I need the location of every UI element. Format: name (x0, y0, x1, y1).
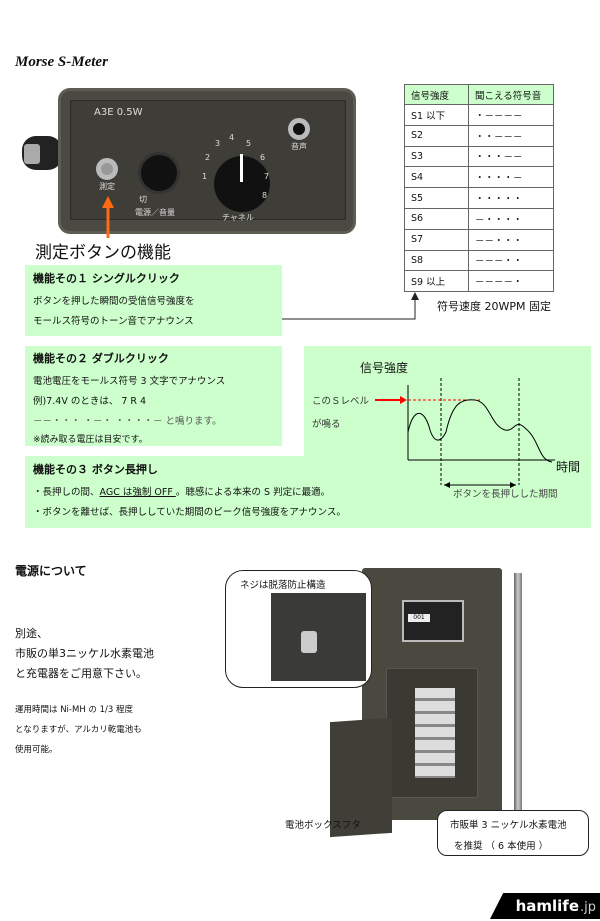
signal-graph (375, 378, 555, 488)
graph-ylabel: 信号強度 (360, 361, 409, 375)
table-row: S4・・・・－ (404, 166, 554, 189)
audio-jack[interactable] (288, 118, 310, 140)
table-row: S2・・－－－ (404, 124, 554, 147)
function2-box: 機能その２ ダブルクリック 電池電圧をモールス符号 3 文字でアナウンス 例)7… (25, 346, 282, 446)
jack-label: 測定 (99, 182, 115, 191)
table-row: S9 以上－－－－・ (404, 270, 554, 293)
function3-box: 機能その３ ボタン長押し ・長押しの間、AGC は強制 OFF 。聴感による本来… (25, 456, 591, 528)
table-row: S7－－・・・ (404, 228, 554, 251)
graph-xlabel: 時間 (556, 460, 581, 474)
function1-box: 機能その１ シングルクリック ボタンを押した瞬間の受信信号強度を モールス符号の… (25, 265, 282, 336)
table-row: S3・・・－－ (404, 145, 554, 168)
function-heading: 測定ボタンの機能 (35, 243, 171, 263)
device-front-photo: A3E 0.5W 測定 切 電源／音量 チャネル 1 2 3 4 5 6 7 8… (22, 88, 356, 234)
orange-arrow-icon (102, 196, 114, 238)
speed-note: 符号速度 20WPM 固定 (437, 300, 551, 313)
model-label: A3E 0.5W (94, 107, 143, 118)
callout-battery: 市販単 3 ニッケル水素電池 を推奨 （ 6 本使用 ） (437, 810, 589, 856)
power-heading: 電源について (15, 564, 87, 578)
connector-arrow-icon (282, 292, 419, 320)
table-row: S5・・・・・ (404, 187, 554, 209)
hamlife-logo: hamlife .jp (490, 893, 600, 919)
callout-screw: ネジは脱落防止構造 (225, 570, 372, 688)
measure-jack[interactable] (96, 158, 118, 180)
period-label: ボタンを長押しした期間 (453, 489, 558, 500)
cover-label: 電池ボックスフタ (285, 820, 361, 831)
power-volume-knob[interactable] (138, 152, 180, 194)
table-row: S1 以下・－－－－ (404, 104, 554, 126)
graph-box (304, 346, 591, 471)
table-row: S8－－－・・ (404, 249, 554, 272)
page-title: Morse S-Meter (15, 54, 108, 70)
signal-table: 信号強度聞こえる符号音 S1 以下・－－－－ S2・・－－－ S3・・・－－ S… (404, 84, 554, 293)
table-row: S6－・・・・ (404, 207, 554, 230)
